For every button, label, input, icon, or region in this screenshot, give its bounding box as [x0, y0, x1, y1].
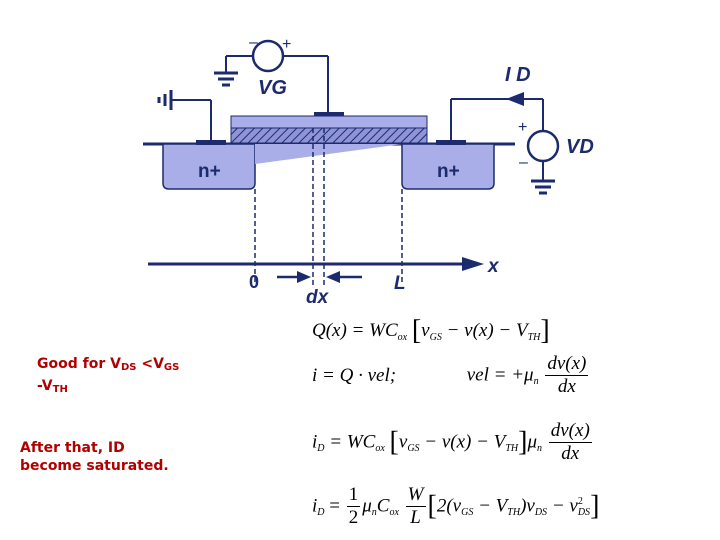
gate-ground-icon: [214, 71, 238, 87]
id-label: I D: [505, 64, 531, 86]
eq4-two: 2(v: [436, 495, 462, 517]
eq3-bracket-open: [: [389, 426, 399, 458]
note2-line2: become saturated.: [20, 458, 169, 474]
vg-label: VG: [258, 77, 287, 99]
eq3-th: TH: [505, 442, 519, 454]
channel-wedge: [255, 144, 402, 164]
eq4-bracket-open: [: [427, 490, 437, 522]
eq1-bracket-close: ]: [540, 315, 550, 346]
eq4-num-w: W: [407, 484, 424, 505]
x-axis-arrow-icon: [462, 257, 484, 271]
eq1-bracket-open: [: [411, 315, 422, 346]
vd-source-icon: [526, 129, 560, 163]
drain-contact: [436, 140, 466, 145]
note1-gs-sub: GS: [163, 362, 180, 373]
eq4-c: C: [376, 495, 390, 517]
eq4-den-half: 2: [348, 507, 359, 528]
eq1-lhs: Q(x) = WC: [312, 320, 398, 341]
note2-line1: After that, ID: [20, 440, 125, 456]
origin-label: 0: [249, 272, 259, 292]
eq3-d: D: [317, 442, 325, 454]
eq4-minus: − v: [547, 495, 578, 517]
eq3-mu: μ: [527, 431, 537, 453]
eq3-gs: GS: [407, 442, 420, 454]
dx-label: dx: [306, 287, 330, 308]
gate-contact: [314, 112, 344, 116]
drain-ground-icon: [531, 179, 555, 195]
length-label: L: [394, 273, 406, 294]
source-contact: [196, 140, 226, 145]
eq1-th: TH: [527, 332, 541, 343]
source-diffusion: [162, 143, 256, 190]
vd-minus-sign: –: [519, 154, 528, 171]
vd-plus-sign: +: [518, 119, 527, 136]
note1-line2: -V: [37, 378, 53, 394]
eq4-d: D: [317, 506, 325, 518]
drain-diffusion: [401, 143, 495, 190]
eq3-middle: − v(x) − V: [419, 431, 506, 453]
eq4-den-l: L: [410, 507, 421, 528]
eq3-ox: ox: [375, 442, 385, 454]
eq3-v: v: [398, 431, 408, 453]
note1-ds-sub: DS: [120, 362, 137, 373]
eq3-eq: = WC: [324, 431, 376, 453]
note-saturation: After that, ID become saturated.: [20, 439, 169, 475]
eq3-den: dx: [561, 443, 580, 464]
mosfet-diagram: – + VG + – VD I D n+ n+ x 0 L dx: [143, 34, 594, 308]
dx-arrow-left-icon: [297, 271, 311, 283]
eq4-n: n: [371, 506, 377, 518]
gate-oxide-hatched: [230, 127, 428, 144]
eq1-ox: ox: [397, 332, 408, 343]
eq4-ds2: DS: [577, 506, 591, 518]
eq1-middle: − v(x) − V: [441, 320, 528, 341]
equation-current-velocity: i = Q · vel; vel = +μn dv(x)dx: [312, 353, 590, 398]
eq3-fraction: dv(x)dx: [548, 420, 592, 465]
vg-minus-sign: –: [249, 34, 258, 51]
eq2-den: dx: [557, 376, 576, 397]
vg-plus-sign: +: [282, 36, 291, 53]
eq4-ds: DS: [534, 506, 548, 518]
source-ground-icon: [157, 90, 173, 110]
eq2-n: n: [533, 375, 539, 387]
eq4-num-half: 1: [346, 484, 361, 507]
eq4-mu: μ: [362, 495, 372, 517]
note1-mid: <V: [136, 356, 164, 372]
eq3-i: i: [312, 431, 318, 453]
eq2-left: i = Q · vel;: [312, 364, 397, 386]
note-linear-region: Good for VDS <VGS -VTH: [37, 355, 179, 399]
eq4-sq: 2: [577, 495, 583, 507]
note1-prefix: Good for V: [37, 356, 121, 372]
eq3-bracket-close: ]: [518, 426, 528, 458]
eq4-i: i: [312, 495, 318, 517]
eq4-th: TH: [507, 506, 521, 518]
eq4-close-paren: )v: [520, 495, 535, 517]
eq4-middle: − V: [473, 495, 508, 517]
vd-label: VD: [566, 136, 594, 158]
n-plus-left-label: n+: [198, 161, 221, 182]
eq4-ox: ox: [389, 506, 399, 518]
eq1-gs: GS: [429, 332, 442, 343]
eq4-bracket-close: ]: [590, 490, 600, 522]
equation-drain-current: iD = WCox [vGS − v(x) − VTH]μn dv(x)dx: [312, 420, 594, 465]
note1-th-sub: TH: [52, 384, 68, 395]
gate-electrode: [230, 115, 428, 129]
eq3-n: n: [537, 442, 542, 454]
eq4-eq: =: [324, 495, 345, 517]
eq2-fraction: dv(x)dx: [545, 353, 589, 398]
equation-charge: Q(x) = WCox [vGS − v(x) − VTH]: [312, 315, 550, 347]
eq3-num: dv(x): [550, 420, 590, 441]
n-plus-right-label: n+: [437, 161, 460, 182]
eq1-v: v: [421, 320, 430, 341]
eq4-gs: GS: [461, 506, 474, 518]
x-axis-label: x: [487, 256, 500, 277]
dx-arrow-right-icon: [326, 271, 340, 283]
id-arrow-icon: [506, 92, 524, 106]
eq2-num: dv(x): [547, 353, 587, 374]
eq2-vel: vel = +μ: [466, 364, 534, 386]
